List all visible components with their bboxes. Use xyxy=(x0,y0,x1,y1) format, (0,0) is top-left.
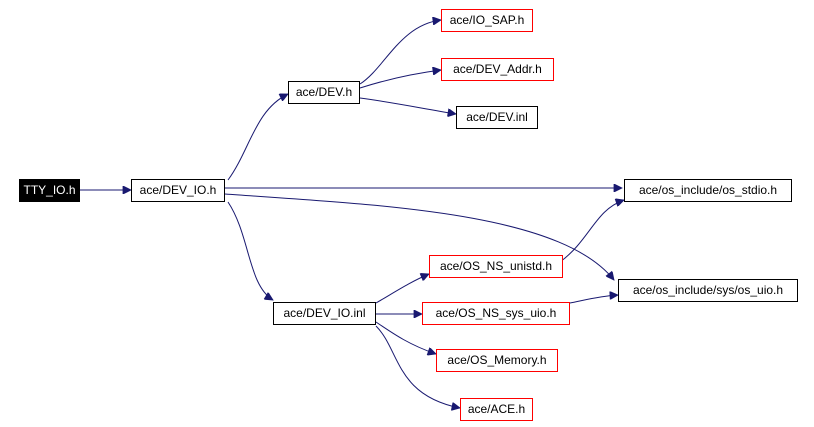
node-tty-io-h: TTY_IO.h xyxy=(19,179,80,202)
node-os-ns-sys-uio-h[interactable]: ace/OS_NS_sys_uio.h xyxy=(422,302,570,325)
node-dev-inl[interactable]: ace/DEV.inl xyxy=(456,106,538,129)
edge-os-ns-sys-uio-to-os-uio xyxy=(569,295,618,304)
edge-dev-to-dev-inl xyxy=(359,97,456,114)
node-os-stdio-h[interactable]: ace/os_include/os_stdio.h xyxy=(624,179,792,202)
node-os-memory-h[interactable]: ace/OS_Memory.h xyxy=(436,349,558,372)
node-dev-h[interactable]: ace/DEV.h xyxy=(288,81,360,104)
edge-dev-io-to-dev xyxy=(227,94,288,181)
edge-dev-io-to-os-uio xyxy=(224,193,614,280)
edge-dev-io-inl-to-os-memory xyxy=(375,321,436,354)
node-os-ns-unistd-h[interactable]: ace/OS_NS_unistd.h xyxy=(429,255,563,278)
node-io-sap-h[interactable]: ace/IO_SAP.h xyxy=(441,9,533,32)
edge-dev-io-to-dev-io-inl xyxy=(227,201,273,300)
node-ace-h[interactable]: ace/ACE.h xyxy=(460,398,533,421)
edge-os-ns-unistd-to-os-stdio xyxy=(559,200,624,263)
node-os-uio-h[interactable]: ace/os_include/sys/os_uio.h xyxy=(618,279,798,302)
node-dev-io-h[interactable]: ace/DEV_IO.h xyxy=(131,179,225,202)
node-dev-io-inl[interactable]: ace/DEV_IO.inl xyxy=(273,302,376,325)
edge-dev-io-inl-to-ace xyxy=(375,325,460,408)
edge-dev-to-io-sap xyxy=(359,20,441,85)
edge-dev-to-dev-addr xyxy=(359,70,441,89)
edge-dev-io-inl-to-os-ns-unistd xyxy=(375,274,429,304)
node-dev-addr-h[interactable]: ace/DEV_Addr.h xyxy=(441,58,554,81)
